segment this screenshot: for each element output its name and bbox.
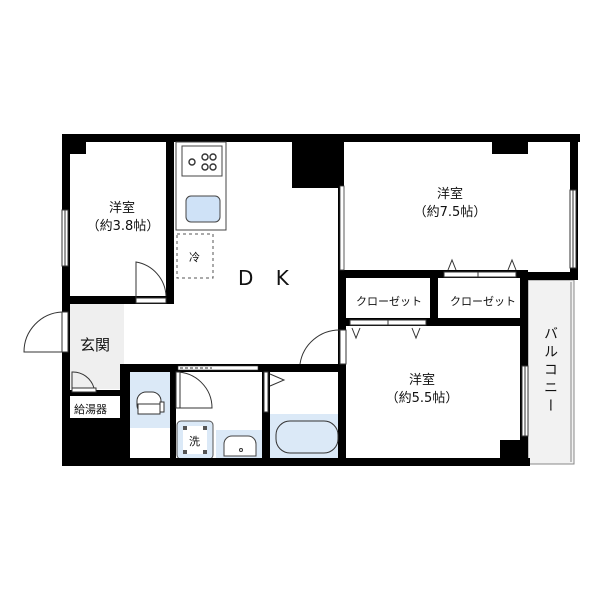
room-size: （約5.5帖） — [385, 391, 459, 406]
fridge-space — [176, 233, 214, 279]
stove — [181, 145, 223, 177]
room-name: 洋室 — [108, 201, 135, 216]
room-name: 洋室 — [436, 187, 463, 202]
balcony-area — [527, 279, 575, 465]
fridge-label: 冷 — [189, 251, 200, 264]
room-entrance: 玄関 — [80, 336, 111, 354]
closet-1-label: クローゼット — [356, 295, 422, 308]
room-size: （約3.8帖） — [86, 219, 160, 234]
bathtub — [275, 420, 339, 454]
toilet-icon — [136, 391, 165, 415]
room-western-2: 洋室 （約7.5帖） — [410, 186, 490, 222]
room-name: 洋室 — [408, 373, 435, 388]
room-dk: D K — [238, 266, 297, 290]
balcony-label: バルコニー — [542, 326, 558, 416]
entrance-floor — [68, 303, 124, 389]
water-heater-label: 給湯器 — [74, 403, 107, 416]
closet-2-label: クローゼット — [450, 295, 516, 308]
kitchen-sink — [185, 195, 221, 223]
room-size: （約7.5帖） — [413, 205, 487, 220]
room-western-1: 洋室 （約3.8帖） — [87, 200, 160, 236]
washer-label: 洗 — [189, 435, 200, 448]
room-western-3: 洋室 （約5.5帖） — [382, 372, 462, 408]
